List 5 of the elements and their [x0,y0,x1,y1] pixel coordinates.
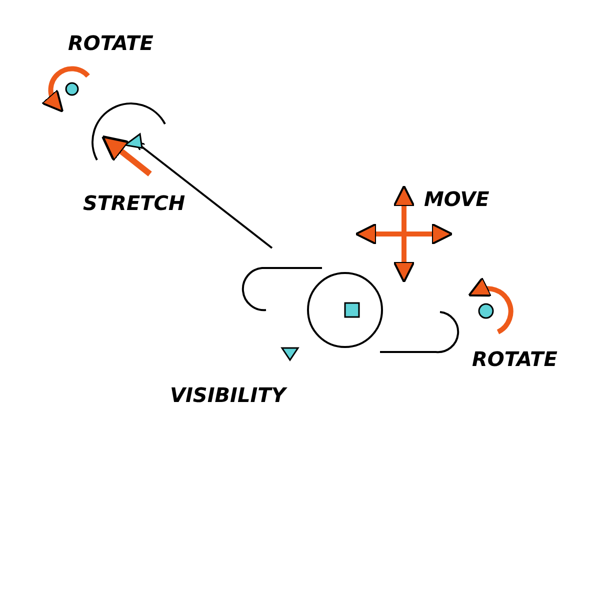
grip-label: VISIBILITY [170,385,286,405]
grip-label: ROTATE [472,349,558,369]
grip-label: ROTATE [68,33,154,53]
grip-label: MOVE [424,189,490,209]
grip-label: STRETCH [83,193,186,213]
